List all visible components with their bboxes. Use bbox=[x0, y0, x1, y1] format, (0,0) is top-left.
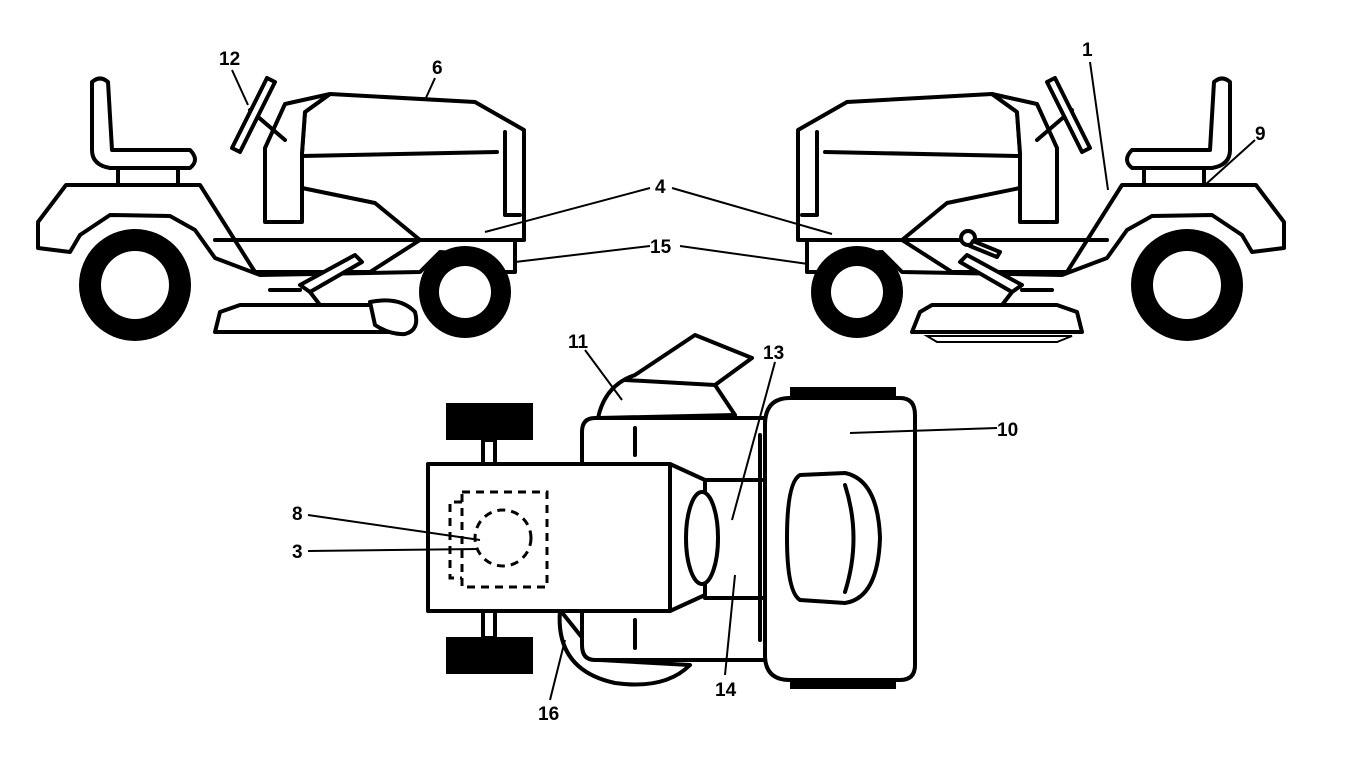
right-side-view bbox=[796, 76, 1286, 343]
right-front-rim bbox=[831, 266, 883, 318]
top-seat-outline bbox=[460, 490, 549, 589]
top-rear-axle-upper bbox=[481, 438, 497, 467]
callout-10: 10 bbox=[997, 420, 1018, 441]
left-dash bbox=[263, 92, 332, 224]
top-discharge-chute bbox=[596, 333, 754, 420]
leader-15b bbox=[679, 245, 809, 265]
leader-15a bbox=[514, 245, 651, 263]
top-view bbox=[426, 333, 917, 689]
left-deck-lift bbox=[298, 253, 364, 294]
callout-6: 6 bbox=[432, 58, 443, 79]
right-rear-rim bbox=[1153, 251, 1221, 319]
right-deck-skirt bbox=[923, 335, 1073, 343]
right-hood bbox=[796, 92, 1022, 242]
leader-13 bbox=[731, 361, 776, 521]
left-deck-chute bbox=[368, 298, 419, 337]
leader-8 bbox=[307, 514, 481, 541]
left-hood bbox=[300, 92, 526, 242]
right-seat-post bbox=[1142, 166, 1206, 187]
left-side-view bbox=[36, 76, 526, 341]
leader-3 bbox=[307, 548, 479, 552]
right-deck-lift bbox=[958, 253, 1024, 294]
callout-3: 3 bbox=[292, 542, 303, 563]
callout-14: 14 bbox=[715, 680, 737, 701]
callout-16: 16 bbox=[538, 704, 559, 725]
leader-4b bbox=[671, 187, 833, 235]
right-steering-wheel bbox=[1045, 76, 1092, 154]
left-deck-hanger bbox=[268, 288, 322, 307]
top-steering-ellipse bbox=[684, 490, 720, 586]
left-seat-post bbox=[116, 166, 180, 187]
callout-13: 13 bbox=[763, 343, 784, 364]
top-rear-axle-lower bbox=[481, 608, 497, 640]
leader-16 bbox=[549, 639, 566, 701]
top-fuel-cap-outline bbox=[473, 508, 533, 568]
top-rear-tire-lower bbox=[446, 637, 533, 674]
callout-1: 1 bbox=[1082, 40, 1093, 61]
leader-lines bbox=[231, 61, 1256, 701]
right-mower-deck bbox=[910, 303, 1084, 334]
leader-4a bbox=[484, 187, 651, 233]
callout-11: 11 bbox=[568, 332, 589, 353]
callout-labels: 12 6 1 9 4 15 11 13 10 8 3 14 16 bbox=[219, 40, 1266, 725]
right-ignition-key bbox=[959, 229, 1002, 259]
leader-9 bbox=[1204, 139, 1256, 186]
leader-1 bbox=[1089, 61, 1109, 191]
left-hood-grille bbox=[300, 130, 522, 217]
leader-12 bbox=[231, 69, 249, 106]
callout-15: 15 bbox=[650, 237, 672, 258]
leader-10 bbox=[849, 427, 998, 434]
callout-4: 4 bbox=[655, 177, 666, 198]
left-seat bbox=[90, 76, 197, 170]
right-dash bbox=[990, 92, 1059, 224]
top-grille-curve bbox=[843, 483, 856, 594]
top-hood-grille bbox=[785, 471, 882, 605]
right-hood-grille bbox=[800, 130, 1022, 217]
right-deck-hanger bbox=[1000, 288, 1054, 307]
left-steering-wheel bbox=[230, 76, 277, 154]
right-seat bbox=[1125, 76, 1232, 170]
leader-6 bbox=[424, 77, 436, 101]
left-rear-rim bbox=[101, 251, 169, 319]
callout-8: 8 bbox=[292, 504, 303, 525]
left-front-rim bbox=[439, 266, 491, 318]
callout-9: 9 bbox=[1255, 124, 1266, 145]
leader-11 bbox=[584, 349, 623, 401]
top-chute-inner bbox=[623, 378, 717, 387]
leader-14 bbox=[724, 574, 736, 676]
top-seat-outline-edge bbox=[448, 500, 462, 580]
top-rear-tire-upper bbox=[446, 403, 533, 440]
callout-12: 12 bbox=[219, 49, 240, 70]
